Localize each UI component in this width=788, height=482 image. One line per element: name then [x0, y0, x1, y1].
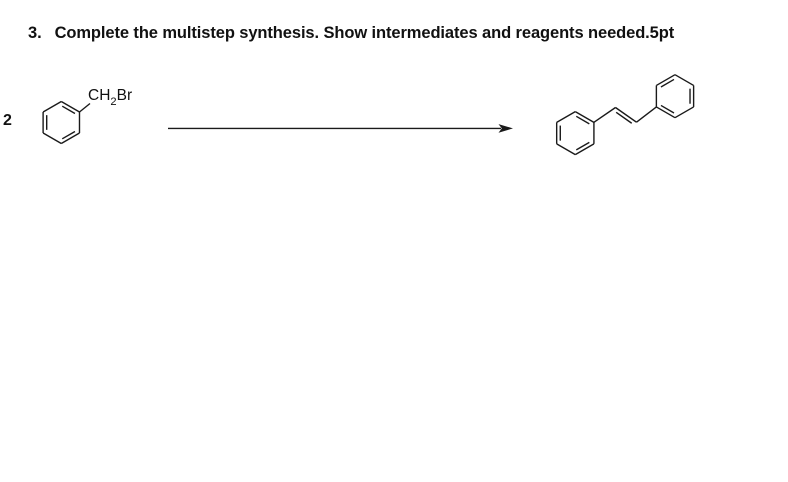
- ch2br-part1: CH: [88, 87, 111, 104]
- question-text: Complete the multistep synthesis. Show i…: [54, 24, 675, 42]
- question-number: 3.: [28, 24, 42, 42]
- ch2br-part2: Br: [116, 87, 133, 104]
- benzyl-bromide-structure: [42, 100, 91, 145]
- question-title: 3. Complete the multistep synthesis. Show…: [28, 24, 674, 43]
- ch2br-substituent-label: CH2Br: [88, 87, 133, 109]
- stoichiometric-coefficient: 2: [3, 112, 12, 129]
- trans-stilbene-structure: [555, 74, 695, 156]
- reaction-arrow: [168, 124, 513, 133]
- ch2br-subscript: 2: [110, 96, 117, 109]
